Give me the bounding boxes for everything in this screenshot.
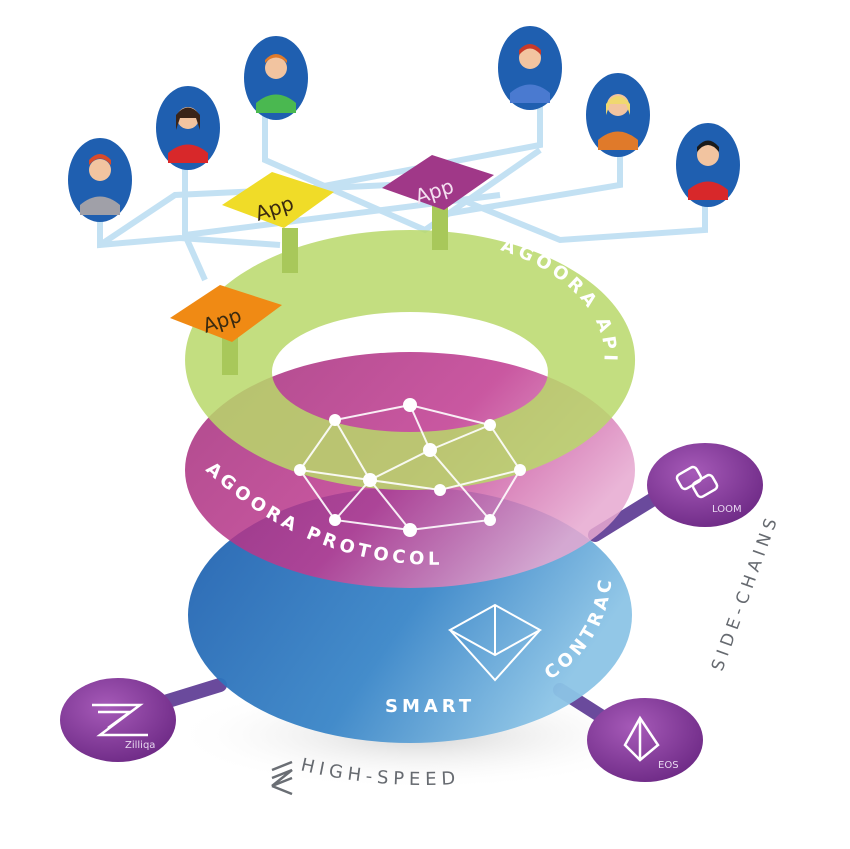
chain-loom[interactable]: LOOM xyxy=(647,443,763,527)
svg-text:LOOM: LOOM xyxy=(712,504,742,515)
loom-icon xyxy=(675,465,719,499)
api-ring xyxy=(185,230,636,490)
ethereum-icon xyxy=(447,603,543,682)
side-chains-caption: SIDE-CHAINS xyxy=(708,511,783,673)
app-tile-orange[interactable]: App xyxy=(170,285,282,342)
avatar-user-1[interactable] xyxy=(68,138,132,222)
app-posts xyxy=(222,205,448,375)
user-avatars xyxy=(68,26,740,222)
zilliqa-icon xyxy=(92,703,148,737)
svg-text:Zilliqa: Zilliqa xyxy=(125,740,155,751)
smart-label: SMART xyxy=(385,696,475,717)
svg-text:EOS: EOS xyxy=(658,760,679,771)
chain-eos[interactable]: EOS xyxy=(587,698,703,782)
chain-zilliqa[interactable]: Zilliqa xyxy=(60,678,176,762)
avatar-user-3[interactable] xyxy=(244,36,308,120)
eos-icon xyxy=(623,715,660,762)
app-tile-purple[interactable]: App xyxy=(382,155,494,210)
app-tile-yellow[interactable]: App xyxy=(222,172,334,228)
network-graph-nodes xyxy=(294,398,526,537)
avatar-user-4[interactable] xyxy=(498,26,562,110)
avatar-user-5[interactable] xyxy=(586,73,650,157)
avatar-user-2[interactable] xyxy=(156,86,220,170)
high-speed-icon xyxy=(271,760,293,796)
avatar-user-6[interactable] xyxy=(676,123,740,207)
